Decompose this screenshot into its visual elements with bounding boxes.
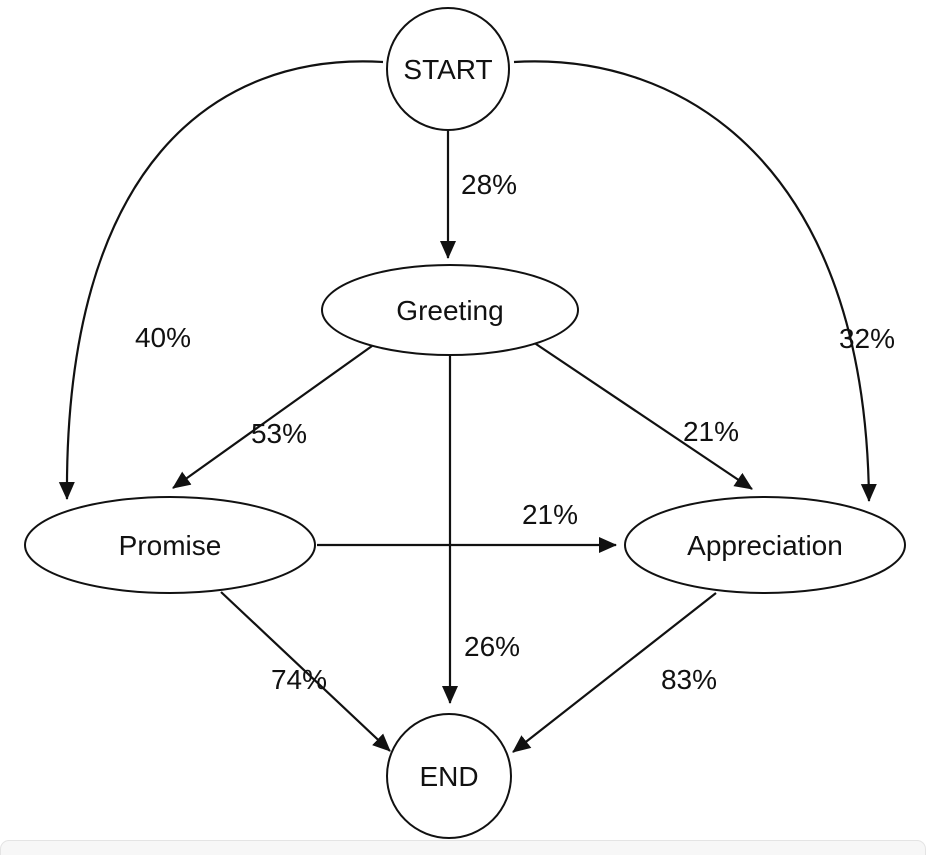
node-label-promise: Promise	[119, 530, 222, 561]
edge-promise-end	[220, 591, 391, 752]
edge-label-appreciation-end: 83%	[661, 664, 717, 695]
node-end: END	[386, 713, 512, 839]
node-shape-promise	[24, 496, 316, 594]
edge-label-start-appreciation: 32%	[839, 323, 895, 354]
edge-appreciation-end	[512, 592, 717, 753]
edge-label-greeting-end: 26%	[464, 631, 520, 662]
bottom-panel-edge	[0, 840, 926, 855]
node-label-end: END	[419, 761, 478, 792]
edge-start-appreciation	[513, 60, 877, 502]
node-shape-appreciation	[624, 496, 906, 594]
node-shape-start	[386, 7, 510, 131]
edge-label-greeting-promise: 53%	[251, 418, 307, 449]
node-appreciation: Appreciation	[624, 496, 906, 594]
edge-label-promise-appreciation: 21%	[522, 499, 578, 530]
edge-label-greeting-appreciation: 21%	[683, 416, 739, 447]
node-shape-greeting	[321, 264, 579, 356]
edge-start-promise	[58, 60, 384, 500]
edge-label-start-promise: 40%	[135, 322, 191, 353]
node-greeting: Greeting	[321, 264, 579, 356]
node-label-greeting: Greeting	[396, 295, 503, 326]
node-shape-end	[386, 713, 512, 839]
edge-greeting-promise	[172, 345, 373, 489]
edge-label-start-greeting: 28%	[461, 169, 517, 200]
edge-label-promise-end: 74%	[271, 664, 327, 695]
node-promise: Promise	[24, 496, 316, 594]
node-start: START	[386, 7, 510, 131]
edge-greeting-appreciation	[532, 341, 753, 490]
node-label-appreciation: Appreciation	[687, 530, 843, 561]
node-label-start: START	[403, 54, 492, 85]
